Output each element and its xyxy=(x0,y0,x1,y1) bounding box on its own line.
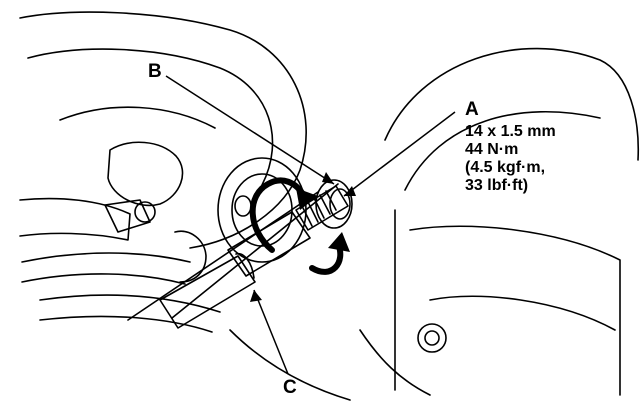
tool-sleeve xyxy=(227,211,311,277)
arrowhead-lower xyxy=(328,232,350,252)
left-stud-head xyxy=(134,201,156,223)
callout-c: C xyxy=(283,377,297,398)
bolt-threads xyxy=(295,185,349,231)
leader-b-head xyxy=(322,172,334,184)
arrowhead-upper xyxy=(296,188,318,210)
leader-b xyxy=(165,75,335,185)
leader-c-head xyxy=(250,290,262,302)
left-bracket xyxy=(19,197,131,241)
guide-line-b xyxy=(127,191,319,321)
lower-hose-2 xyxy=(39,315,213,333)
housing-boss xyxy=(107,141,184,207)
housing-ridge xyxy=(59,106,216,129)
lower-floor xyxy=(229,329,351,401)
housing-flange xyxy=(27,48,274,186)
lower-hose xyxy=(39,294,221,313)
left-stud xyxy=(104,199,151,233)
block-rib xyxy=(429,295,616,331)
leader-a-head xyxy=(344,186,356,196)
housing-outline xyxy=(19,11,307,249)
leader-a xyxy=(343,111,456,197)
bolt-spec: 14 x 1.5 mm 44 N·m (4.5 kgf·m, 33 lbf·ft… xyxy=(465,123,556,195)
small-fitting xyxy=(234,195,252,217)
torque-kgfm: (4.5 kgf·m, xyxy=(465,159,546,176)
bolt-head-face xyxy=(329,188,351,220)
callout-b: B xyxy=(148,61,162,82)
block-lower xyxy=(359,329,431,396)
torque-nm: 44 N·m xyxy=(465,141,519,158)
left-pipe-2 xyxy=(21,273,186,285)
block-web xyxy=(404,111,601,191)
block-bolt-hole xyxy=(417,323,447,353)
leader-c xyxy=(253,289,289,375)
tool-shaft xyxy=(159,255,256,329)
block-outline xyxy=(384,47,640,161)
torque-lbfft: 33 lbf·ft) xyxy=(465,177,529,194)
left-pipe xyxy=(21,252,191,263)
callout-a: A xyxy=(465,99,479,120)
block-bolt-head xyxy=(424,330,440,346)
bolt-head xyxy=(315,179,353,229)
tool-collar xyxy=(235,253,255,279)
bolt-size: 14 x 1.5 mm xyxy=(465,123,556,140)
left-pipe-end xyxy=(174,230,207,283)
block-face xyxy=(409,225,621,396)
